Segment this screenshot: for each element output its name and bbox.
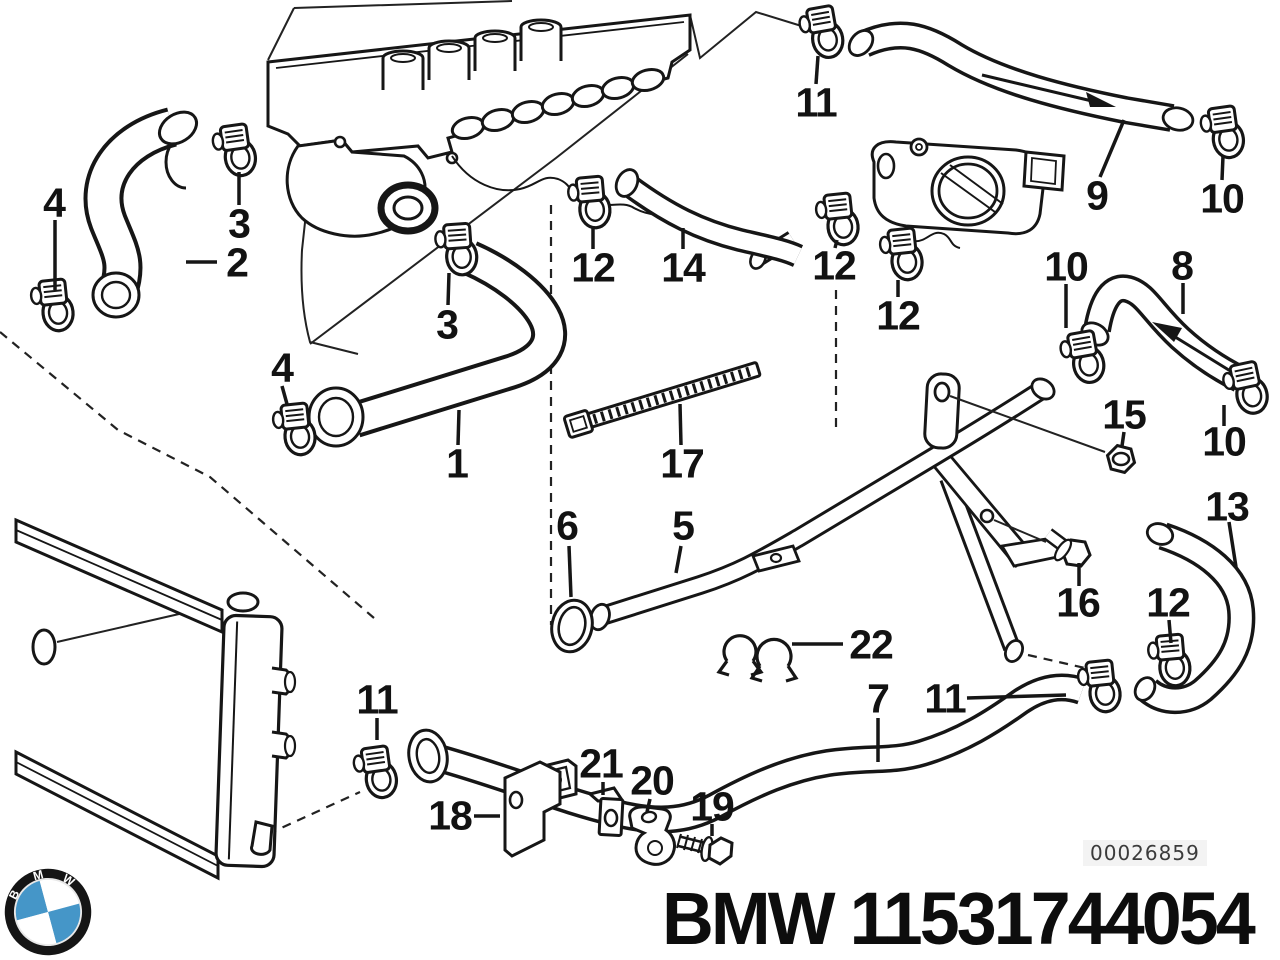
part-callout: 14 <box>661 244 706 291</box>
clamp-icon <box>209 121 260 181</box>
dashed-lines <box>0 205 1086 836</box>
clamp-icon <box>432 221 480 279</box>
screw-19 <box>676 833 734 866</box>
leader-line <box>966 693 1067 700</box>
leader-line <box>814 55 820 85</box>
part-callout: 15 <box>1102 391 1147 438</box>
clamp-icon <box>813 190 862 249</box>
hose-clips-22 <box>716 634 799 683</box>
hose-8 <box>1080 274 1247 392</box>
callout-leader-layer <box>53 55 1238 836</box>
throttle-body <box>749 137 1066 270</box>
part-callout: 22 <box>849 621 894 668</box>
bmw-logo: B M W <box>4 867 92 956</box>
part-callout: 3 <box>436 301 459 348</box>
clip-nut-21 <box>586 786 625 837</box>
hose-13 <box>1133 522 1256 715</box>
hose-1 <box>307 241 568 448</box>
part-callout: 12 <box>876 292 921 339</box>
leader-line <box>1220 155 1225 181</box>
hose-2 <box>83 107 199 319</box>
part-callout: 20 <box>630 757 675 804</box>
part-callout: 2 <box>226 239 249 286</box>
part-callout: 17 <box>660 440 705 487</box>
part-callout: 10 <box>1202 418 1247 465</box>
part-callout: 10 <box>1044 243 1089 290</box>
diagram-id-stamp: 00026859 <box>1083 840 1207 866</box>
logo-letter-m: M <box>32 867 45 883</box>
part-callout: 3 <box>228 200 251 247</box>
part-callout: 12 <box>812 242 857 289</box>
leader-line <box>833 239 839 249</box>
part-callout: 4 <box>43 179 66 226</box>
clamp-icon <box>1197 103 1248 163</box>
water-pipe-7 <box>407 673 1087 834</box>
part-callout: 13 <box>1205 483 1250 530</box>
part-callout: 12 <box>571 244 616 291</box>
part-callout: 11 <box>795 79 837 126</box>
bmw-roundel-quadrants <box>15 879 81 945</box>
leader-line <box>456 409 461 446</box>
hose-9 <box>847 21 1195 132</box>
part-callout: 21 <box>579 740 624 787</box>
o-ring-6 <box>550 598 594 654</box>
bracket-18 <box>503 758 578 858</box>
flow-arrow <box>1152 322 1182 342</box>
part-callout: 8 <box>1171 242 1194 289</box>
water-pipe-branch <box>939 474 1025 663</box>
engine-cylinder-head <box>164 13 713 238</box>
part-callout: 19 <box>690 783 735 830</box>
radiator <box>14 517 297 881</box>
clamp-icon <box>565 174 613 232</box>
leader-line <box>567 545 573 598</box>
leader-line <box>1098 119 1126 178</box>
part-callout: 7 <box>867 675 890 722</box>
part-callout: 11 <box>924 675 966 722</box>
leader-line <box>446 272 451 306</box>
leader-line <box>1167 619 1173 644</box>
part-callout: 18 <box>428 792 473 839</box>
holder-20 <box>628 805 676 866</box>
strap-17 <box>562 361 762 439</box>
leader-line <box>674 545 683 574</box>
clamp-icon <box>28 276 77 335</box>
part-callout: 11 <box>356 676 398 723</box>
hose-14 <box>614 168 804 268</box>
nut-15 <box>1105 443 1137 475</box>
part-callout: 10 <box>1200 175 1245 222</box>
leader-line <box>1120 431 1126 447</box>
clamp-icon <box>795 2 848 64</box>
part-callout: 5 <box>672 502 695 549</box>
bolt-16 <box>1043 528 1092 568</box>
drain-plug <box>31 628 57 666</box>
leader-line <box>645 798 652 813</box>
part-callout: 4 <box>271 344 294 391</box>
part-callout: 1 <box>446 440 469 487</box>
footer-part-number: BMW 11531744054 <box>662 877 1256 960</box>
leader-line <box>1227 521 1238 568</box>
part-callout: 16 <box>1056 579 1101 626</box>
part-callout: 6 <box>556 502 579 549</box>
leader-line <box>678 403 683 446</box>
part-callout: 12 <box>1146 579 1191 626</box>
leader-line <box>280 385 289 405</box>
clamp-icon <box>877 225 926 284</box>
flow-arrow <box>1086 92 1116 107</box>
part-callout: 9 <box>1086 172 1109 219</box>
water-pipe-5 <box>589 372 1106 632</box>
flag-bracket <box>923 372 961 450</box>
